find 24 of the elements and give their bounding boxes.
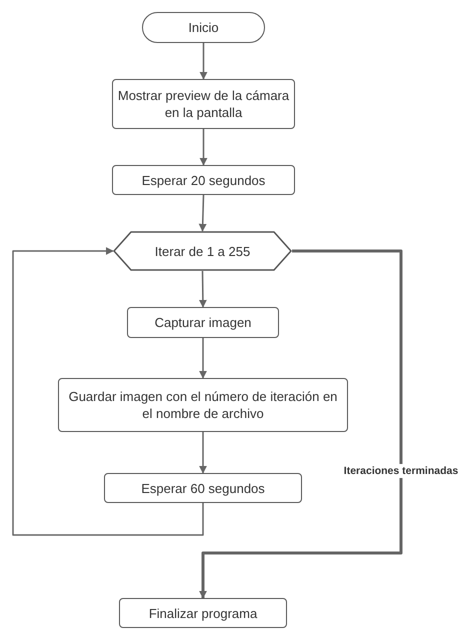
- node-label: Guardar imagen con el número de iteración en el nombre de archivo: [68, 388, 338, 422]
- process-box: [119, 598, 287, 628]
- node-label: Esperar 20 segundos: [140, 172, 266, 188]
- arrow: [199, 250, 402, 599]
- arrow: [198, 194, 207, 232]
- process-box: [104, 473, 302, 503]
- node-label: Iterar de 1 a 255: [154, 242, 252, 260]
- process-box: [127, 307, 279, 338]
- process-box: [112, 79, 295, 129]
- process-box: [58, 378, 348, 432]
- node-label: Mostrar preview de la cámara en la pantalla: [116, 87, 290, 121]
- process-box: [112, 165, 295, 195]
- arrow: [200, 43, 208, 80]
- node-label: Finalizar programa: [148, 604, 258, 622]
- arrow: [199, 432, 207, 474]
- node-label: Capturar imagen: [154, 314, 252, 331]
- arrow: [200, 129, 208, 166]
- arrow: [199, 338, 207, 379]
- arrow: [12, 247, 204, 536]
- terminal-box: [142, 12, 265, 43]
- loop-hexagon: [113, 231, 292, 271]
- node-label: Inicio: [187, 19, 220, 36]
- arrow: [198, 270, 207, 308]
- node-label: Esperar 60 segundos: [140, 480, 266, 496]
